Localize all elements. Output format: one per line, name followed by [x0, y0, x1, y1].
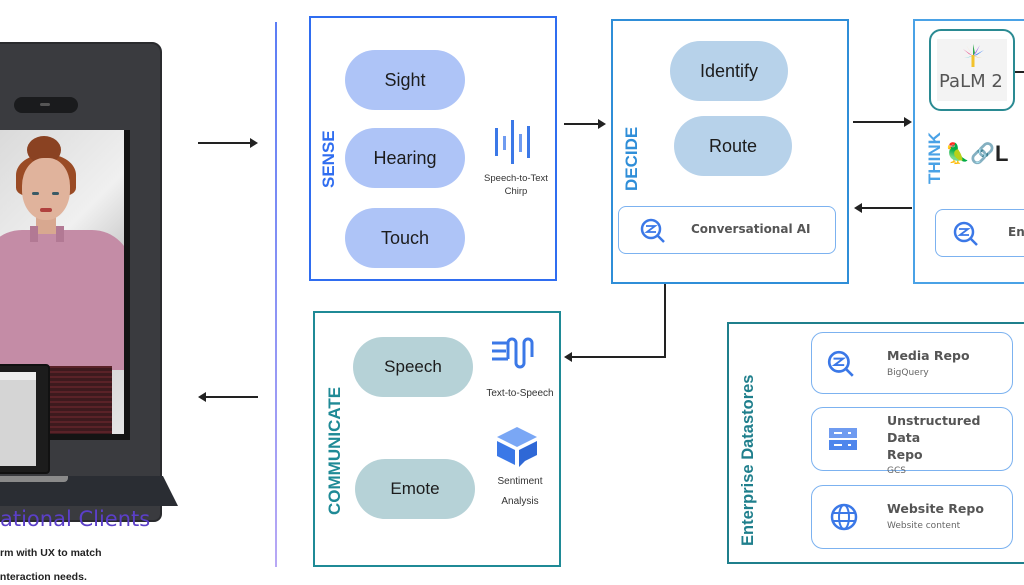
- avatar-lips: [40, 208, 52, 212]
- conversational-ai-card: Conversational AI: [618, 206, 836, 254]
- arrow-sense-to-decide: [564, 123, 600, 125]
- avatar-eye: [32, 192, 39, 195]
- repo-title: Repo: [887, 447, 923, 462]
- clients-description-line: interaction needs.: [0, 571, 87, 583]
- repo-text: Website Repo Website content: [887, 500, 984, 531]
- arrow-head-left-icon: [854, 203, 862, 213]
- communicate-panel: COMMUNICATE Speech Emote Text-to-Speech …: [313, 311, 561, 567]
- pill-route: Route: [674, 116, 792, 176]
- clients-description-line: rm with UX to match: [0, 547, 102, 559]
- langchain-text: L: [995, 141, 1009, 166]
- laptop-device: [0, 364, 50, 474]
- repo-title: Unstructured Data: [887, 413, 981, 445]
- connector-decide-to-communicate: [572, 356, 666, 358]
- pill-speech: Speech: [353, 337, 473, 397]
- arrow-head-right-icon: [904, 117, 912, 127]
- palm-card-inner: [937, 39, 1007, 101]
- pill-emote: Emote: [355, 459, 475, 519]
- palm-icon: [960, 43, 986, 74]
- repo-title: Website Repo: [887, 501, 984, 516]
- conversational-ai-icon: [639, 217, 667, 250]
- palm-model-card: PaLM 2: [929, 29, 1015, 111]
- connector-palm-right: [1015, 71, 1024, 73]
- avatar-shirt: [0, 230, 124, 370]
- arrow-head-left-icon: [564, 352, 572, 362]
- repo-card-media: Media Repo BigQuery: [811, 332, 1013, 394]
- enterprise-search-icon: [952, 220, 980, 253]
- avatar-neck: [36, 216, 56, 234]
- arrow-to-sense: [198, 142, 250, 144]
- avatar-eye: [52, 192, 59, 195]
- datastores-panel: Enterprise Datastores Media Repo BigQuer…: [727, 322, 1024, 564]
- enterprise-search-card: Ent: [935, 209, 1024, 257]
- sentiment-analysis-caption: Sentiment Analysis: [479, 475, 561, 508]
- chain-link-icon: 🔗: [970, 143, 995, 165]
- repo-subtitle: Website content: [887, 521, 961, 531]
- sense-label: SENSE: [319, 130, 338, 188]
- enterprise-search-label: Ent: [1008, 225, 1024, 239]
- caption-line: Sentiment: [497, 476, 543, 487]
- kiosk-camera: [14, 97, 78, 113]
- arrow-head-right-icon: [598, 119, 606, 129]
- avatar-collar: [30, 226, 64, 242]
- pill-sight: Sight: [345, 50, 465, 110]
- pill-hearing: Hearing: [345, 128, 465, 188]
- conversational-ai-label: Conversational AI: [691, 222, 811, 236]
- globe-icon: [830, 503, 858, 536]
- decide-label: DECIDE: [622, 126, 641, 191]
- speech-to-text-caption: Speech-to-Text Chirp: [475, 172, 557, 198]
- arrow-head-right-icon: [250, 138, 258, 148]
- pill-identify: Identify: [670, 41, 788, 101]
- sentiment-analysis-icon: [495, 425, 539, 474]
- arrow-to-client: [206, 396, 258, 398]
- storage-icon: [828, 427, 858, 456]
- repo-subtitle: GCS: [887, 466, 906, 476]
- repo-subtitle: BigQuery: [887, 368, 929, 378]
- datastores-label: Enterprise Datastores: [739, 374, 757, 547]
- caption-line: Speech-to-Text: [484, 173, 548, 184]
- repo-card-unstructured: Unstructured Data Repo GCS: [811, 407, 1013, 476]
- text-to-speech-icon: [490, 335, 540, 376]
- text-to-speech-caption: Text-to-Speech: [486, 388, 554, 399]
- think-panel: THINK PaLM 2 🦜 🔗 L: [913, 19, 1024, 284]
- palm-label: PaLM 2: [939, 71, 1003, 92]
- arrow-head-left-icon: [198, 392, 206, 402]
- repo-title: Media Repo: [887, 348, 970, 363]
- parrot-icon: 🦜: [945, 143, 970, 165]
- repo-card-website: Website Repo Website content: [811, 485, 1013, 549]
- clients-title: ational Clients: [0, 507, 151, 531]
- speech-to-text-icon: [491, 118, 535, 171]
- bigquery-icon: [826, 349, 856, 384]
- caption-line: Analysis: [501, 496, 539, 507]
- repo-text: Unstructured Data Repo GCS: [887, 412, 1012, 476]
- sense-panel: SENSE Sight Hearing Touch Speech-to-Text…: [309, 16, 557, 281]
- decide-panel: DECIDE Identify Route Conversational AI: [611, 19, 849, 284]
- communicate-label: COMMUNICATE: [325, 386, 344, 515]
- divider-line: [275, 22, 277, 567]
- arrow-decide-to-think: [853, 121, 905, 123]
- think-label: THINK: [925, 132, 944, 184]
- laptop-screen: [0, 372, 36, 466]
- caption-line: Chirp: [504, 186, 528, 197]
- connector-decide-to-communicate: [664, 284, 666, 358]
- laptop-base: [0, 476, 68, 482]
- pill-touch: Touch: [345, 208, 465, 268]
- arrow-think-to-decide: [862, 207, 912, 209]
- repo-text: Media Repo BigQuery: [887, 347, 970, 378]
